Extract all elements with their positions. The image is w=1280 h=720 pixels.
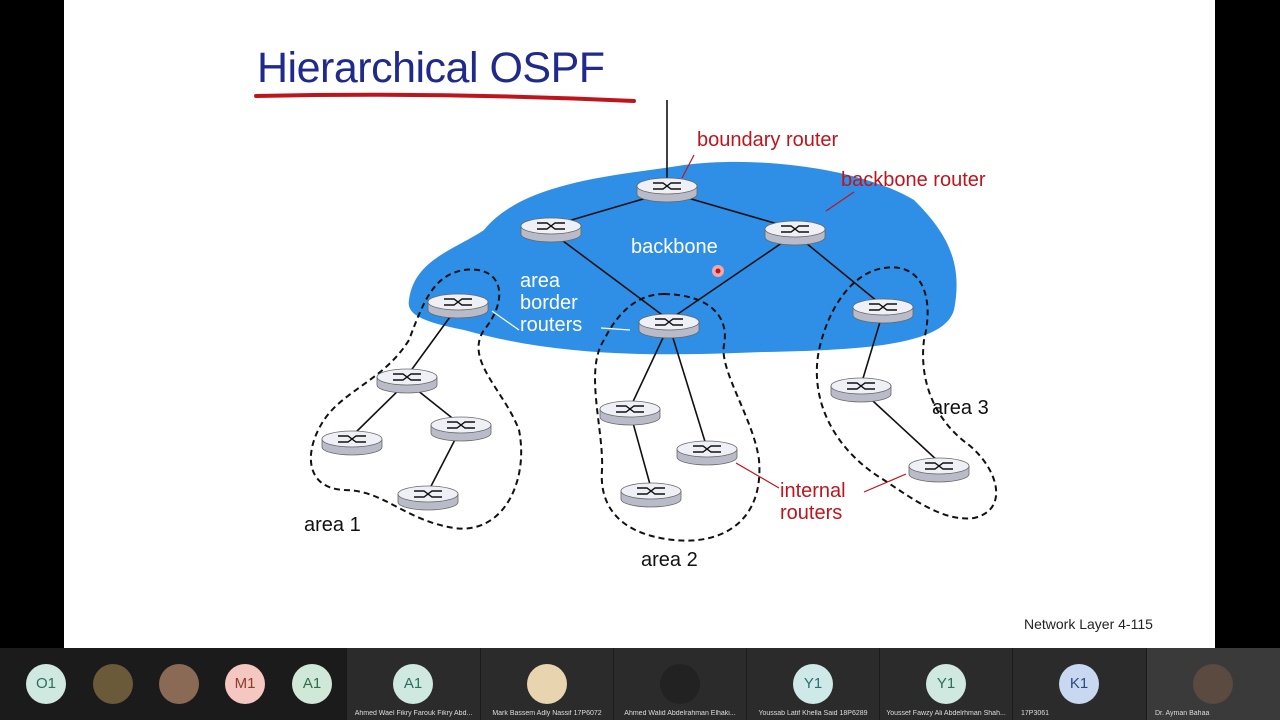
- avatar: Y1: [793, 664, 833, 704]
- avatar: A1: [292, 664, 332, 704]
- participant-tile[interactable]: Ahmed Walid Abdelrahman Elhaki...: [614, 648, 746, 720]
- participant-tile[interactable]: A1: [278, 648, 346, 720]
- label-internal-routers: internal routers: [780, 480, 846, 524]
- participant-name: Mark Bassem Adly Nassif 17P6072: [492, 710, 602, 717]
- label-backbone: backbone: [631, 236, 718, 258]
- participant-strip: O1 M1 A1 A1 Ahmed Wael Fikry Farouk Fikr…: [0, 648, 1280, 720]
- avatar: M1: [225, 664, 265, 704]
- participant-name: Ahmed Wael Fikry Farouk Fikry Abd...: [354, 710, 473, 717]
- label-area-border-routers: area border routers: [520, 270, 583, 336]
- backbone-router-icon: [764, 220, 826, 246]
- area-3-outline: [815, 266, 998, 520]
- avatar-photo: [660, 664, 700, 704]
- participant-tile[interactable]: [80, 648, 146, 720]
- avatar-photo: [527, 664, 567, 704]
- slide: Hierarchical OSPF boundary router backbo…: [64, 0, 1215, 648]
- participant-tile[interactable]: Mark Bassem Adly Nassif 17P6072: [481, 648, 613, 720]
- internal-router-icon: [908, 457, 970, 483]
- backbone-router-icon: [520, 217, 582, 243]
- slide-footer: Network Layer 4-115: [1024, 616, 1153, 632]
- label-area-1: area 1: [304, 514, 361, 536]
- area-border-router-icon: [427, 293, 489, 319]
- area-2-outline: [594, 292, 761, 542]
- avatar: K1: [1059, 664, 1099, 704]
- participant-tile[interactable]: [146, 648, 212, 720]
- participant-tile[interactable]: O1: [0, 648, 80, 720]
- participant-tile[interactable]: Y1 Youssef Fawzy Ali Abdelrhman Shah...: [880, 648, 1012, 720]
- avatar-photo: [93, 664, 133, 704]
- internal-router-icon: [321, 430, 383, 456]
- area-border-router-icon: [638, 313, 700, 339]
- internal-router-icon: [397, 485, 459, 511]
- internal-router-icon: [620, 482, 682, 508]
- participant-tile[interactable]: K1 17P3061: [1013, 648, 1146, 720]
- participant-name: Youssab Latif Khella Said 18P6289: [758, 710, 868, 717]
- boundary-router-icon: [636, 177, 698, 203]
- internal-router-icon: [430, 416, 492, 442]
- label-area-3: area 3: [932, 397, 989, 419]
- avatar: O1: [26, 664, 66, 704]
- slide-title: Hierarchical OSPF: [257, 44, 605, 92]
- internal-router-icon: [676, 440, 738, 466]
- participant-tile[interactable]: A1 Ahmed Wael Fikry Farouk Fikry Abd...: [347, 648, 480, 720]
- internal-router-icon: [830, 377, 892, 403]
- participant-name: 17P3061: [1021, 710, 1050, 717]
- internal-router-icon: [599, 400, 661, 426]
- participant-tile[interactable]: Dr. Ayman Bahaa: [1147, 648, 1280, 720]
- participant-name: Dr. Ayman Bahaa: [1155, 710, 1210, 717]
- label-backbone-router: backbone router: [841, 169, 986, 191]
- annotation-arrows: [491, 154, 907, 493]
- participant-tile[interactable]: Y1 Youssab Latif Khella Said 18P6289: [747, 648, 879, 720]
- avatar-photo: [159, 664, 199, 704]
- label-boundary-router: boundary router: [697, 129, 839, 151]
- routers: [321, 177, 970, 511]
- ospf-diagram: [254, 92, 998, 542]
- avatar: A1: [393, 664, 433, 704]
- label-area-2: area 2: [641, 549, 698, 571]
- area-outlines: [310, 266, 998, 542]
- avatar-photo: [1193, 664, 1233, 704]
- participant-tile[interactable]: M1: [212, 648, 278, 720]
- participant-name: Youssef Fawzy Ali Abdelrhman Shah...: [886, 710, 1006, 717]
- participant-name: Ahmed Walid Abdelrahman Elhaki...: [624, 710, 736, 717]
- area-1-outline: [310, 268, 523, 530]
- internal-router-icon: [376, 368, 438, 394]
- backbone-cloud: [408, 161, 957, 355]
- avatar: Y1: [926, 664, 966, 704]
- title-underline: [254, 92, 636, 103]
- internal-router-icon: [852, 298, 914, 324]
